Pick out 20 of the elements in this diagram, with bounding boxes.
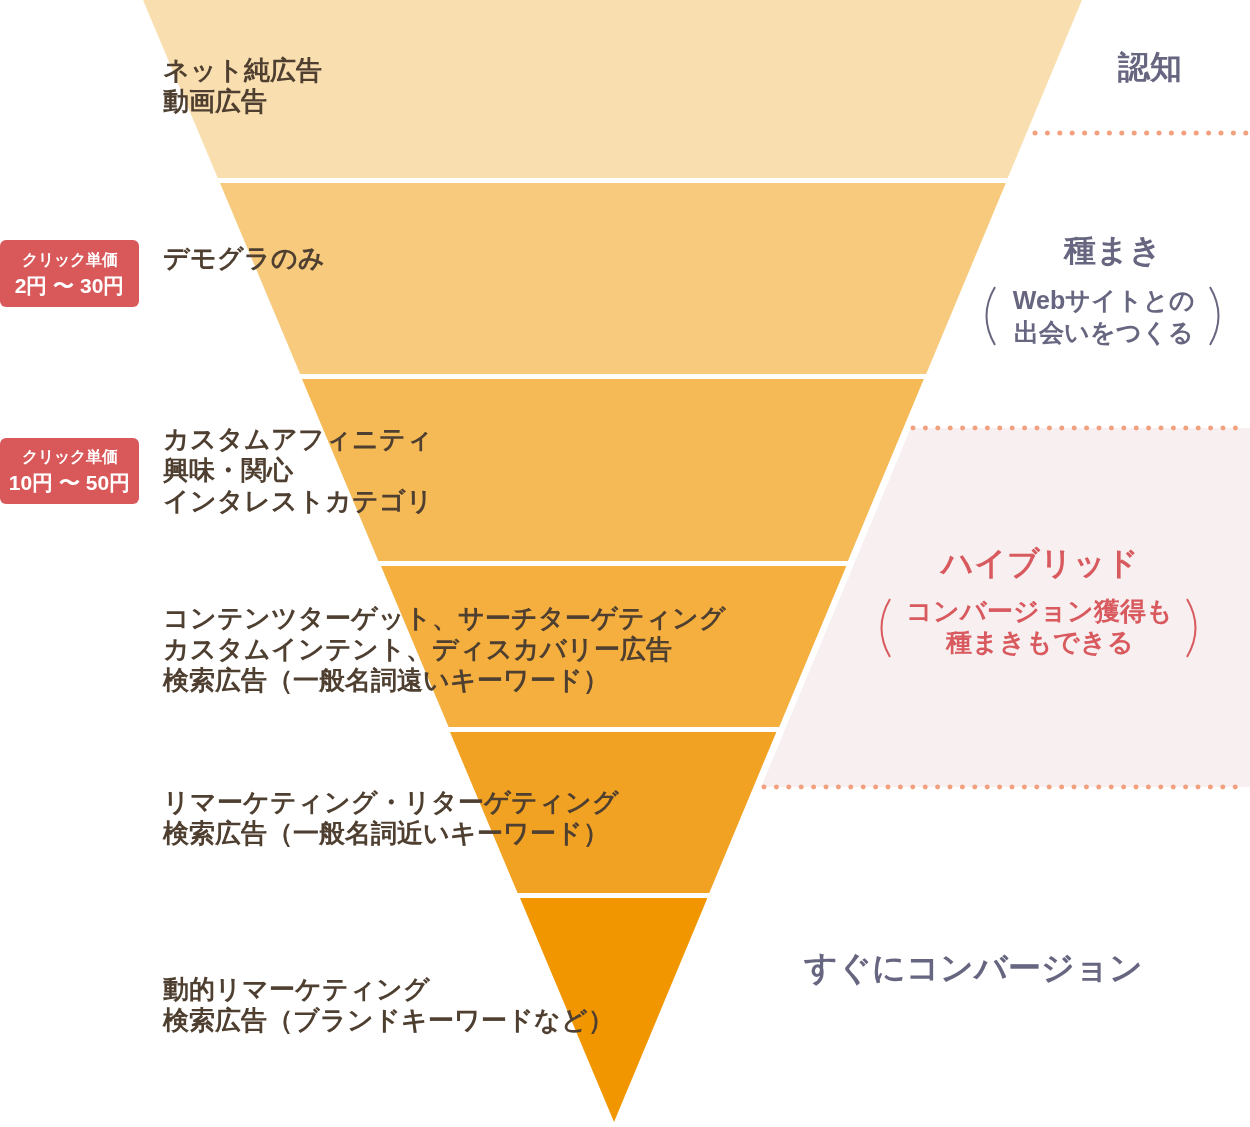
panel-heading: ハイブリッド [941,544,1139,583]
badge-caption: クリック単価 [21,249,118,270]
band-text: コンテンツターゲット、サーチターゲティング [163,603,726,634]
band-text: インタレストカテゴリ [163,486,433,517]
price-range: 10円 〜 50円 [8,470,131,496]
stage-note: Webサイトとの出会いをつくる [1011,285,1197,348]
panel-note: コンバージョン獲得も種まきもできる [905,596,1175,658]
stage-label: 種まき [1064,231,1162,270]
band-text: 興味・関心 [163,455,293,486]
price-badge [0,240,139,307]
band-text: 動画広告 [163,86,267,117]
stage-label: すぐにコンバージョン [803,948,1143,988]
price-range: 2円 〜 30円 [14,272,125,299]
band-text: カスタムインテント、ディスカバリー広告 [163,634,672,665]
badge-caption: クリック単価 [21,447,118,467]
price-badge [0,438,139,504]
band-text: カスタムアフィニティ [163,424,433,455]
band-text: ネット純広告 [163,55,322,86]
stage-label: 認知 [1118,48,1182,87]
band-text: 動的リマーケティング [163,974,430,1005]
